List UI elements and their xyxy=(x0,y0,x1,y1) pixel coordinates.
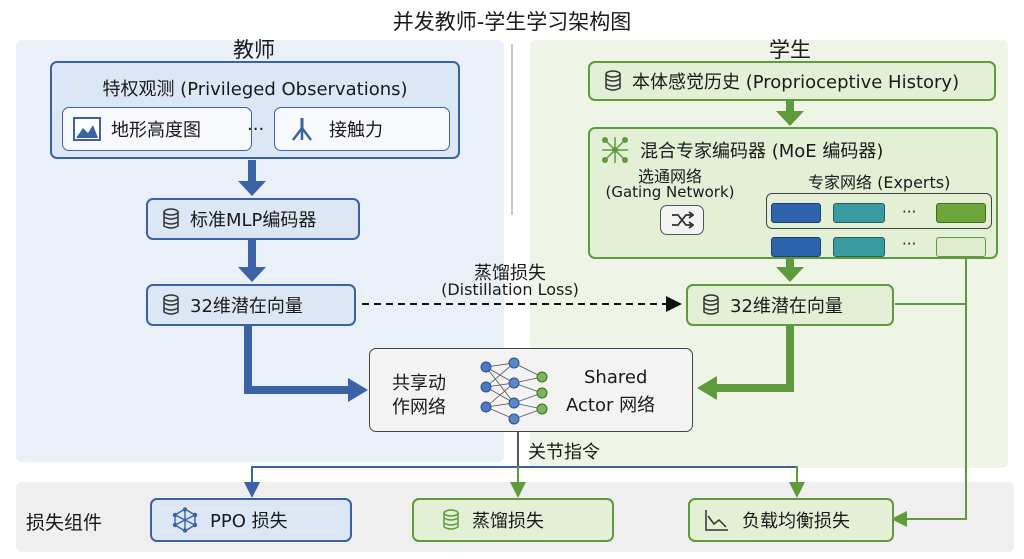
teacher-latent-label: 32维潜在向量 xyxy=(190,296,303,317)
expert-unit xyxy=(936,237,986,257)
distillation-label-cn: 蒸馏损失 xyxy=(474,263,546,284)
teacher-latent-box: 32维潜在向量 xyxy=(146,284,356,326)
student-flow-arrows xyxy=(697,101,804,400)
contact-force-icon xyxy=(289,116,315,142)
moe-encoder-label: 混合专家编码器 (MoE 编码器) xyxy=(640,141,884,162)
terrain-image-icon xyxy=(73,117,101,141)
joint-command-label: 关节指令 xyxy=(528,442,600,463)
database-icon xyxy=(162,294,180,316)
experts-label: 专家网络 (Experts) xyxy=(808,173,951,192)
network-icon xyxy=(600,135,630,165)
gating-label-en: (Gating Network) xyxy=(605,183,735,201)
expert-unit xyxy=(771,203,821,223)
gating-label-cn: 选通网络 xyxy=(637,167,702,186)
expert-unit xyxy=(833,237,885,257)
network-icon xyxy=(172,507,198,533)
distillation-loss-box: 蒸馏损失 xyxy=(412,498,614,542)
database-icon xyxy=(162,208,180,230)
expert-unit xyxy=(833,203,885,223)
balance-line xyxy=(891,258,967,527)
proprioceptive-history-box: 本体感觉历史 (Proprioceptive History) xyxy=(588,61,996,101)
gating-network-node xyxy=(660,205,704,235)
distillation-loss-label: 蒸馏损失 xyxy=(472,511,544,532)
privileged-observations-label: 特权观测 (Privileged Observations) xyxy=(102,79,408,100)
teacher-flow-arrows xyxy=(238,160,368,402)
contact-force-box: 接触力 xyxy=(274,107,450,151)
load-balance-loss-box: 负载均衡损失 xyxy=(688,498,894,542)
line-chart-icon xyxy=(704,508,730,532)
actor-label-cn-2: 作网络 xyxy=(392,397,446,418)
ppo-loss-label: PPO 损失 xyxy=(210,511,288,532)
shuffle-icon xyxy=(670,211,694,229)
teacher-label: 教师 xyxy=(233,38,275,62)
privileged-observations-box: 特权观测 (Privileged Observations) 地形高度图 ···… xyxy=(50,61,460,159)
diagram-title: 并发教师-学生学习架构图 xyxy=(392,10,632,34)
terrain-label: 地形高度图 xyxy=(111,120,201,141)
mlp-encoder-label: 标准MLP编码器 xyxy=(190,210,317,231)
mlp-encoder-box: 标准MLP编码器 xyxy=(146,198,360,240)
contact-force-label: 接触力 xyxy=(329,120,383,141)
expert-unit xyxy=(771,237,821,257)
database-icon xyxy=(604,70,622,92)
teacher-ellipsis: ··· xyxy=(247,119,265,140)
actor-label-en-1: Shared xyxy=(584,367,648,388)
distillation-label-en: (Distillation Loss) xyxy=(441,280,579,299)
student-latent-label: 32维潜在向量 xyxy=(730,296,843,317)
shared-actor-box: 共享动 作网络 Shared Actor 网络 xyxy=(369,348,693,432)
terrain-heightmap-box: 地形高度图 xyxy=(62,107,252,151)
moe-encoder-box: 混合专家编码器 (MoE 编码器) 选通网络 (Gating Network) … xyxy=(588,127,998,259)
experts-active-frame xyxy=(766,193,992,229)
proprioceptive-history-label: 本体感觉历史 (Proprioceptive History) xyxy=(632,72,960,93)
student-latent-box: 32维潜在向量 xyxy=(686,284,894,326)
expert-unit xyxy=(936,203,986,223)
load-balance-loss-label: 负载均衡损失 xyxy=(742,511,850,532)
database-icon xyxy=(442,509,460,531)
experts-ellipsis-2: ··· xyxy=(902,235,917,253)
ppo-loss-box: PPO 损失 xyxy=(150,498,352,542)
experts-ellipsis: ··· xyxy=(902,203,917,221)
student-label: 学生 xyxy=(769,38,811,62)
neural-network-icon xyxy=(474,353,554,429)
loss-components-label: 损失组件 xyxy=(26,512,103,534)
actor-label-cn-1: 共享动 xyxy=(392,373,446,394)
database-icon xyxy=(702,294,720,316)
actor-label-en-2: Actor 网络 xyxy=(566,395,656,416)
